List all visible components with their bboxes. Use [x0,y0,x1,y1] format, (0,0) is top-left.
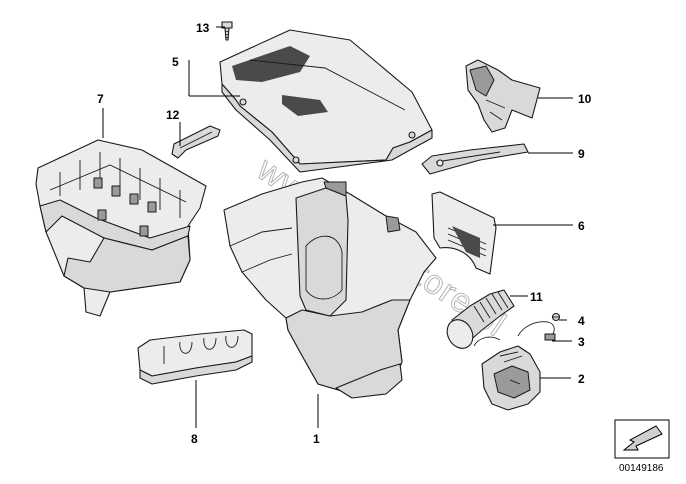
callout-7: 7 [97,92,104,106]
part-9-rail[interactable] [421,143,529,175]
callouts: 13 5 7 12 10 9 6 11 4 3 2 1 8 [97,21,592,446]
part-7-frame[interactable] [35,139,207,317]
leader-lines [102,26,573,428]
part-1-housing[interactable] [223,177,437,399]
arrow-icon [622,425,663,451]
part-2-intake[interactable] [481,345,541,411]
part-10-bracket[interactable] [465,59,541,133]
part-5-cover[interactable] [219,29,433,173]
reference-number: 00149186 [619,463,664,474]
reference-box: 00149186 [614,419,670,474]
part-6-plate[interactable] [431,191,497,275]
callout-8: 8 [191,432,198,446]
callout-2: 2 [578,372,585,386]
part-12-clip[interactable] [171,125,221,159]
callout-5: 5 [172,55,179,69]
callout-12: 12 [166,108,180,122]
callout-4: 4 [578,314,585,328]
part-3-clamp[interactable] [473,321,556,347]
callout-11: 11 [530,290,543,304]
part-8-bracket[interactable] [137,329,253,385]
callout-13: 13 [196,21,210,35]
callout-10: 10 [578,92,592,106]
part-11-hose[interactable] [442,289,515,353]
callout-1: 1 [313,432,320,446]
callout-6: 6 [578,219,585,233]
callout-3: 3 [578,335,585,349]
callout-9: 9 [578,147,585,161]
part-4-screw[interactable] [551,312,561,322]
part-13-screw[interactable] [221,21,233,41]
